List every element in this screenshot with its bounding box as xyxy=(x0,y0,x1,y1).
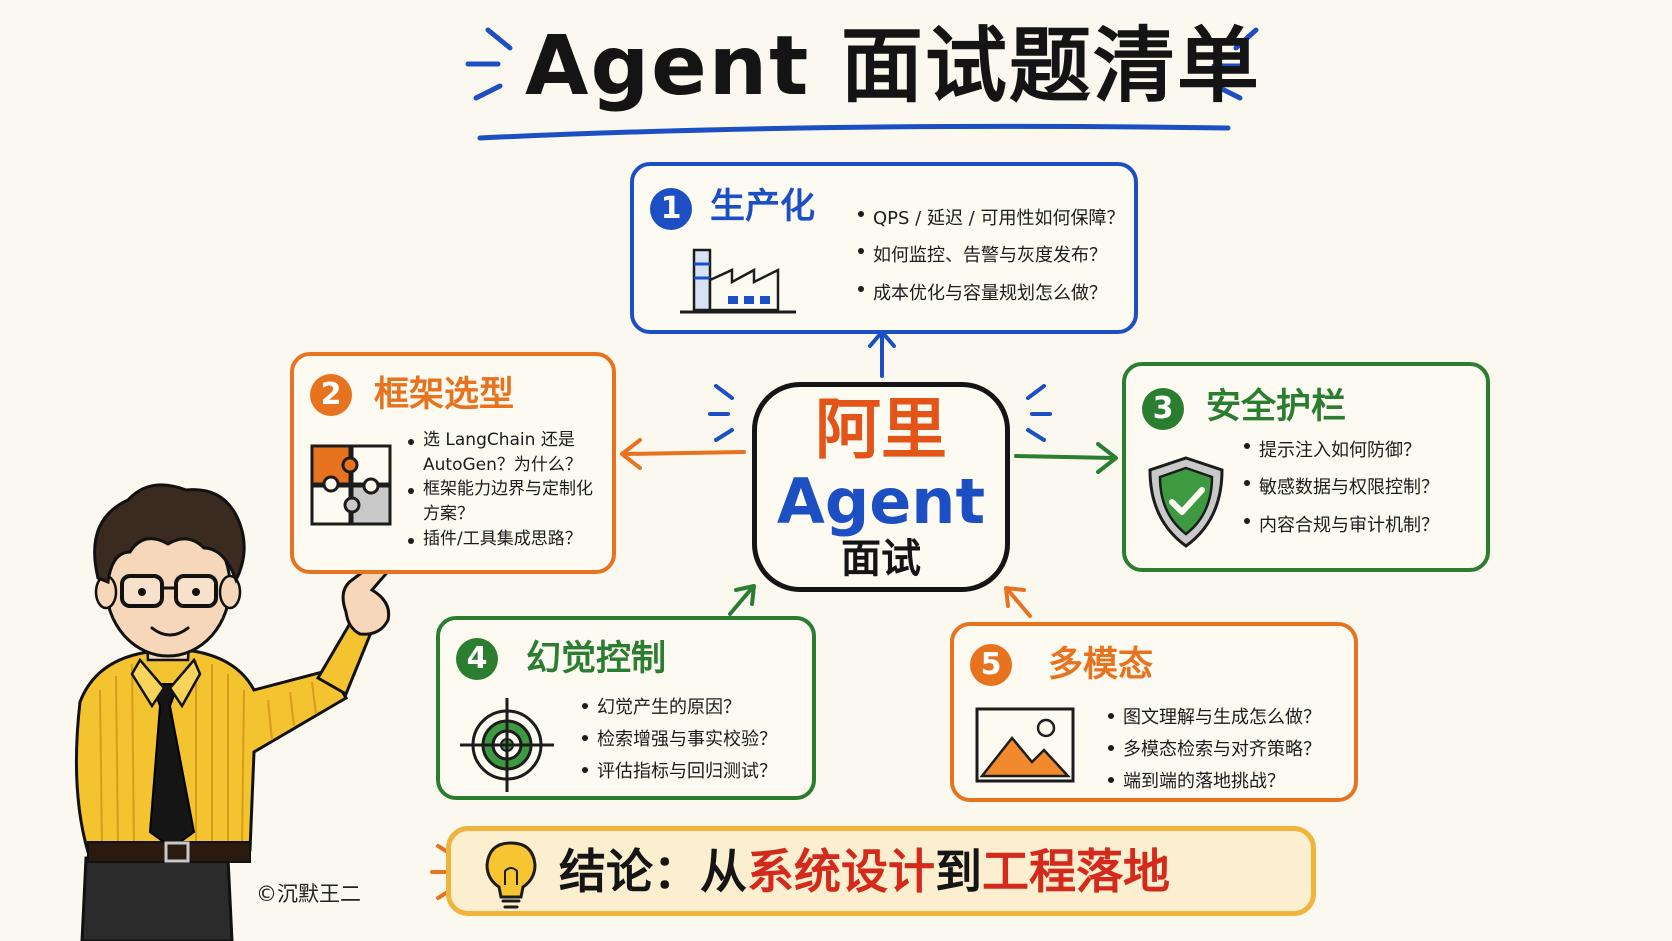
center-sparkle-left xyxy=(708,384,734,442)
card-question: QPS / 延迟 / 可用性如何保障？ xyxy=(856,200,1124,237)
card-question-list: QPS / 延迟 / 可用性如何保障？ 如何监控、告警与灰度发布？ 成本优化与容… xyxy=(856,200,1124,312)
lightbulb-icon xyxy=(485,841,537,909)
card-question: 图文理解与生成怎么做？ xyxy=(1106,702,1321,734)
card-production: 1 生产化 QPS / 延迟 / 可用性如何保障？ 如何监控、告警与灰度发布？ … xyxy=(630,162,1138,334)
card-question: 评估指标与回归测试？ xyxy=(580,756,777,788)
card-question-list: 提示注入如何防御？ 敏感数据与权限控制？ 内容合规与审计机制？ xyxy=(1242,432,1439,544)
presenter-character xyxy=(74,483,400,941)
center-label-agent: Agent xyxy=(776,465,986,538)
factory-icon xyxy=(680,248,796,314)
arrow-from-hallucination xyxy=(728,584,756,616)
card-question: 选 LangChain 还是 AutoGen？为什么？ xyxy=(406,428,606,477)
card-question: 内容合规与审计机制？ xyxy=(1242,507,1439,544)
page-title: Agent 面试题清单 xyxy=(525,19,1261,114)
image-icon xyxy=(975,707,1075,783)
card-number-badge: 3 xyxy=(1142,388,1184,430)
card-question: 检索增强与事实校验？ xyxy=(580,724,777,756)
target-icon xyxy=(460,698,554,792)
card-question-list: 图文理解与生成怎么做？ 多模态检索与对齐策略？ 端到端的落地挑战？ xyxy=(1106,702,1321,798)
card-number-badge: 4 xyxy=(456,638,498,680)
card-hallucination: 4 幻觉控制 幻觉产生的原因？ 检索增强与事实校验？ 评估指标与回归测试？ xyxy=(436,616,816,800)
arrow-to-framework xyxy=(620,438,746,470)
card-title: 框架选型 xyxy=(374,375,515,415)
arrow-from-multimodal xyxy=(1004,586,1032,618)
card-title: 多模态 xyxy=(1048,645,1154,685)
author-credit: ©沉默王二 xyxy=(256,882,361,906)
conclusion-banner: 结论：从系统设计到工程落地 xyxy=(446,826,1316,916)
card-title: 安全护栏 xyxy=(1206,387,1347,427)
center-hub: 阿里 Agent 面试 xyxy=(752,382,1010,592)
puzzle-icon xyxy=(310,444,392,526)
card-title: 生产化 xyxy=(710,187,816,227)
center-label-company: 阿里 xyxy=(815,391,947,468)
conclusion-text: 结论：从系统设计到工程落地 xyxy=(559,849,1170,896)
title-sparkle-left xyxy=(465,27,513,101)
conclusion-highlight-design: 系统设计 xyxy=(747,845,935,900)
title-underline xyxy=(477,123,1231,141)
card-question-list: 幻觉产生的原因？ 检索增强与事实校验？ 评估指标与回归测试？ xyxy=(580,692,777,788)
card-question: 端到端的落地挑战？ xyxy=(1106,766,1321,798)
center-label-interview: 面试 xyxy=(841,536,921,582)
arrow-to-production xyxy=(868,330,896,378)
card-number-badge: 2 xyxy=(310,374,352,416)
card-question-list: 选 LangChain 还是 AutoGen？为什么？ 框架能力边界与定制化方案… xyxy=(406,428,606,551)
card-number-badge: 1 xyxy=(650,188,692,230)
card-number-badge: 5 xyxy=(970,644,1012,686)
card-framework: 2 框架选型 选 LangChain 还是 AutoGen？为什么？ 框架能力边… xyxy=(290,352,616,574)
shield-check-icon xyxy=(1148,456,1224,548)
card-title: 幻觉控制 xyxy=(526,639,667,679)
card-multimodal: 5 多模态 图文理解与生成怎么做？ 多模态检索与对齐策略？ 端到端的落地挑战？ xyxy=(950,622,1358,802)
card-question: 多模态检索与对齐策略？ xyxy=(1106,734,1321,766)
card-security: 3 安全护栏 提示注入如何防御？ 敏感数据与权限控制？ 内容合规与审计机制？ xyxy=(1122,362,1490,572)
conclusion-highlight-engineering: 工程落地 xyxy=(982,845,1170,900)
card-question: 框架能力边界与定制化方案？ xyxy=(406,477,606,526)
card-question: 幻觉产生的原因？ xyxy=(580,692,777,724)
conclusion-prefix: 结论：从 xyxy=(559,845,747,900)
card-question: 提示注入如何防御？ xyxy=(1242,432,1439,469)
card-question: 插件/工具集成思路？ xyxy=(406,527,606,552)
title-sparkle-right xyxy=(1211,27,1259,101)
arrow-to-security xyxy=(1014,442,1118,474)
card-question: 敏感数据与权限控制？ xyxy=(1242,469,1439,506)
conclusion-connector: 到 xyxy=(935,845,982,900)
card-question: 如何监控、告警与灰度发布？ xyxy=(856,237,1124,274)
center-sparkle-right xyxy=(1026,384,1052,442)
card-question: 成本优化与容量规划怎么做？ xyxy=(856,275,1124,312)
